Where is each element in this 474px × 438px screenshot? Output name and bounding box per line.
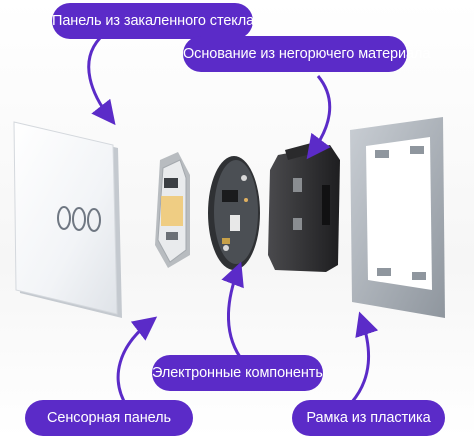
callout-base: Основание из негорючего материала <box>183 36 430 72</box>
plastic-frame-part <box>350 117 445 318</box>
arrow-touch-panel <box>116 316 158 409</box>
touch-button-2 <box>72 207 86 231</box>
callout-touch-panel: Сенсорная панель <box>25 400 193 436</box>
arrow-base <box>306 75 332 160</box>
touch-button-3 <box>87 208 101 232</box>
arrow-glass-panel <box>87 36 116 126</box>
touch-button-1 <box>57 206 71 230</box>
arrow-plastic-frame <box>350 311 379 403</box>
round-circuit-board-part <box>208 156 260 270</box>
base-housing-part <box>268 142 340 272</box>
small-circuit-board-part <box>155 152 190 268</box>
arrow-electronics <box>221 261 244 358</box>
callout-glass-panel: Панель из закаленного стекла <box>52 3 254 39</box>
glass-panel-part <box>13 121 122 318</box>
callout-plastic-frame: Рамка из пластика <box>292 400 445 436</box>
callout-electronics: Электронные компоненты <box>152 355 326 391</box>
